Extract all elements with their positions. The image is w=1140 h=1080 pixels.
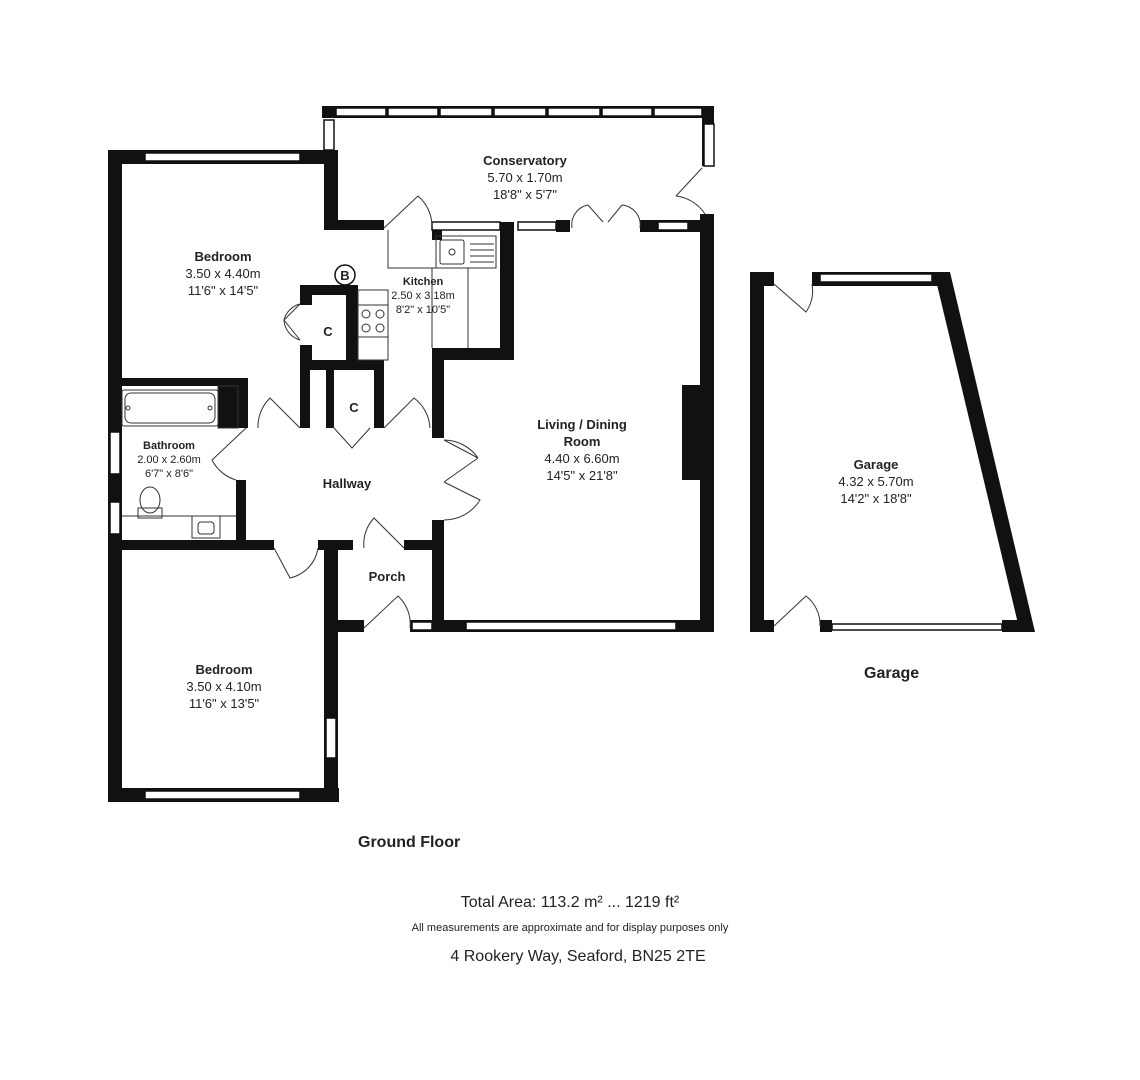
kitchen-metric: 2.50 x 3.18m — [391, 290, 455, 302]
bathroom-name: Bathroom — [143, 440, 195, 452]
fixtures — [121, 230, 497, 539]
ground-floor-label: Ground Floor — [358, 834, 461, 851]
garage-floor-label: Garage — [864, 665, 920, 682]
windows — [109, 107, 1003, 800]
property-address: 4 Rookery Way, Seaford, BN25 2TE — [450, 948, 706, 965]
toilet — [137, 507, 163, 519]
kitchen-name: Kitchen — [403, 276, 444, 288]
bedroom-top-metric: 3.50 x 4.40m — [185, 266, 260, 281]
boiler-icon — [334, 264, 356, 286]
living-name-line2: Room — [564, 434, 601, 449]
bathroom-metric: 2.00 x 2.60m — [137, 454, 201, 466]
porch-name: Porch — [369, 569, 406, 584]
bathroom-imperial: 6'7" x 8'6" — [145, 468, 193, 480]
kitchen-imperial: 8'2" x 10'5" — [396, 304, 450, 316]
hob — [357, 304, 389, 338]
living-imperial: 14'5" x 21'8" — [546, 468, 618, 483]
room-labels: Conservatory 5.70 x 1.70m 18'8" x 5'7" B… — [137, 153, 913, 711]
garage-metric: 4.32 x 5.70m — [838, 474, 913, 489]
sink — [435, 235, 497, 269]
doors — [211, 167, 821, 629]
cupboard-1-label: C — [323, 324, 333, 339]
living-name-line1: Living / Dining — [537, 417, 627, 432]
garage-name: Garage — [854, 457, 899, 472]
boiler-label: B — [340, 268, 349, 283]
conservatory-imperial: 18'8" x 5'7" — [493, 187, 557, 202]
bedroom-top-imperial: 11'6" x 14'5" — [188, 283, 259, 298]
washbasin — [191, 515, 221, 539]
hallway-name: Hallway — [323, 476, 372, 491]
disclaimer: All measurements are approximate and for… — [411, 922, 729, 934]
cupboard-2-label: C — [349, 400, 359, 415]
bedroom-top-name: Bedroom — [194, 249, 251, 264]
living-metric: 4.40 x 6.60m — [544, 451, 619, 466]
conservatory-metric: 5.70 x 1.70m — [487, 170, 562, 185]
garage-imperial: 14'2" x 18'8" — [840, 491, 912, 506]
bedroom-bottom-name: Bedroom — [195, 662, 252, 677]
bathtub — [121, 389, 219, 427]
total-area: Total Area: 113.2 m² ... 1219 ft² — [460, 894, 680, 911]
conservatory-name: Conservatory — [483, 153, 568, 168]
bedroom-bottom-imperial: 11'6" x 13'5" — [189, 696, 260, 711]
bedroom-bottom-metric: 3.50 x 4.10m — [186, 679, 261, 694]
